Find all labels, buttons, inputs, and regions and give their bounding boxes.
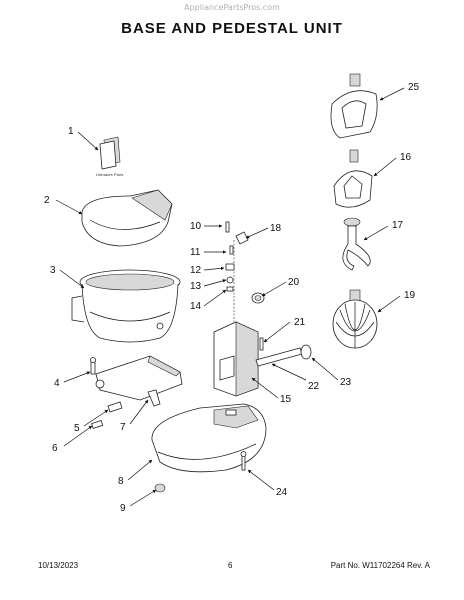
screw-21 [259, 337, 264, 351]
callout-17: 17 [392, 220, 404, 231]
page-title: BASE AND PEDESTAL UNIT [121, 20, 343, 37]
literature-label: Literature Parts [96, 172, 123, 177]
callout-1: 1 [68, 126, 74, 137]
lift-handle [255, 344, 312, 367]
pouring-shield [81, 189, 173, 247]
callout-5: 5 [74, 423, 80, 434]
leader-lines [55, 87, 405, 507]
pedestal-column [213, 240, 259, 397]
callout-9: 9 [120, 503, 126, 514]
callout-labels: 1 2 3 4 5 6 7 8 9 10 11 12 13 14 15 16 1… [44, 82, 420, 514]
watermark: AppliancePartsPros.com [184, 3, 280, 12]
footer-date: 10/13/2023 [38, 561, 79, 570]
callout-16: 16 [400, 152, 412, 163]
literature-parts: Literature Parts [96, 136, 123, 177]
flex-edge-beater [330, 73, 378, 139]
callout-21: 21 [294, 317, 306, 328]
dough-hook [342, 217, 371, 271]
base-screw [240, 451, 247, 471]
footer-part-info: Part No. W11702264 Rev. A [330, 561, 430, 570]
callout-25: 25 [408, 82, 420, 93]
callout-20: 20 [288, 277, 300, 288]
callout-11: 11 [190, 247, 201, 258]
callout-19: 19 [404, 290, 416, 301]
footer-page-number: 6 [228, 561, 233, 570]
rubber-foot [154, 483, 166, 493]
mixing-bowl [71, 269, 181, 343]
callout-14: 14 [190, 301, 202, 312]
bowl-lift-bracket [95, 355, 183, 407]
speed-knob [251, 292, 265, 304]
callout-15: 15 [280, 394, 292, 405]
callout-23: 23 [340, 377, 352, 388]
flat-beater [333, 149, 373, 208]
callout-4: 4 [54, 378, 60, 389]
callout-10: 10 [190, 221, 202, 232]
pin [90, 357, 96, 375]
callout-12: 12 [190, 265, 202, 276]
callout-8: 8 [118, 476, 124, 487]
wire-whip [332, 289, 378, 349]
callout-6: 6 [52, 443, 58, 454]
callout-7: 7 [120, 422, 126, 433]
callout-3: 3 [50, 265, 56, 276]
callout-22: 22 [308, 381, 320, 392]
callout-13: 13 [190, 281, 202, 292]
callout-18: 18 [270, 223, 282, 234]
clip-screw-set [91, 401, 123, 429]
base [151, 403, 267, 473]
callout-24: 24 [276, 487, 288, 498]
column-hardware [225, 221, 249, 292]
callout-2: 2 [44, 195, 50, 206]
